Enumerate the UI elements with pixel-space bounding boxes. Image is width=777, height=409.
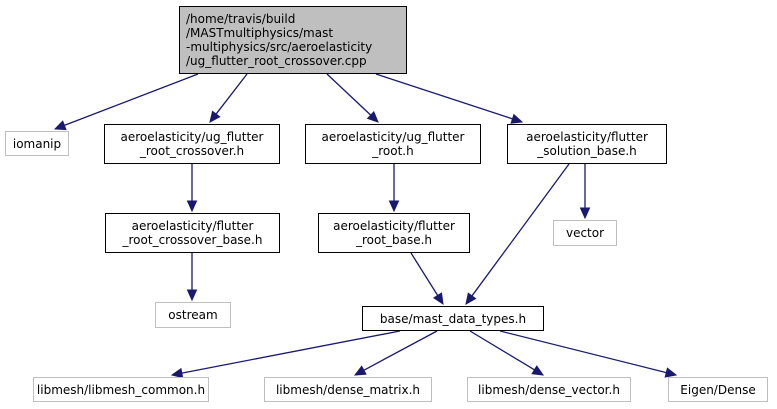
edge-root-to-iomanip xyxy=(64,73,199,127)
arrowhead-icon xyxy=(388,200,400,213)
edge-flutter_root_base_h-to-mast_data_types_h xyxy=(410,252,439,296)
node-ug-flutter-root-crossover-h[interactable]: aeroelasticity/ug_flutter _root_crossove… xyxy=(104,124,280,164)
node-ostream: ostream xyxy=(155,302,231,328)
node-ug-flutter-root-h[interactable]: aeroelasticity/ug_flutter _root.h xyxy=(305,124,481,164)
node-flutter-solution-base-h[interactable]: aeroelasticity/flutter _solution_base.h xyxy=(507,124,667,164)
node-mast-data-types-h[interactable]: base/mast_data_types.h xyxy=(362,306,544,331)
node-dense-vector-h: libmesh/dense_vector.h xyxy=(467,377,631,402)
edge-mast_data_types_h-to-dense_matrix_h xyxy=(363,330,438,371)
edge-mast_data_types_h-to-eigen_dense xyxy=(499,330,667,374)
arrowhead-icon xyxy=(353,365,367,376)
arrowhead-icon xyxy=(53,120,67,131)
edge-mast_data_types_h-to-dense_vector_h xyxy=(469,330,535,371)
node-flutter-root-base-h[interactable]: aeroelasticity/flutter _root_base.h xyxy=(318,213,470,253)
arrowhead-icon xyxy=(664,367,678,378)
node-libmesh-common-h: libmesh/libmesh_common.h xyxy=(33,377,209,402)
node-eigen-dense: Eigen/Dense xyxy=(668,377,768,402)
arrowhead-icon xyxy=(209,110,221,123)
edge-root-to-ug_flutter_root_h xyxy=(326,73,372,116)
node-dense-matrix-h: libmesh/dense_matrix.h xyxy=(264,377,432,402)
edge-root-to-flutter_solution_base_h xyxy=(375,73,513,120)
arrowhead-icon xyxy=(170,367,184,379)
edge-mast_data_types_h-to-libmesh_common_h xyxy=(181,330,401,374)
arrowhead-icon xyxy=(366,110,379,123)
edge-flutter_solution_base_h-to-mast_data_types_h xyxy=(471,163,570,297)
arrowhead-icon xyxy=(465,292,477,305)
node-flutter-root-crossover-base-h[interactable]: aeroelasticity/flutter _root_crossover_b… xyxy=(105,213,280,253)
arrowhead-icon xyxy=(531,365,545,376)
edge-root-to-ug_flutter_root_crossover_h xyxy=(215,73,248,115)
arrowhead-icon xyxy=(432,292,444,306)
arrowhead-icon xyxy=(579,207,591,220)
node-ug-flutter-root-crossover-cpp: /home/travis/build /MASTmultiphysics/mas… xyxy=(179,6,407,74)
arrowhead-icon xyxy=(186,200,198,213)
arrowhead-icon xyxy=(186,289,198,302)
arrowhead-icon xyxy=(510,113,524,124)
node-iomanip: iomanip xyxy=(5,131,69,156)
node-vector: vector xyxy=(553,220,617,246)
